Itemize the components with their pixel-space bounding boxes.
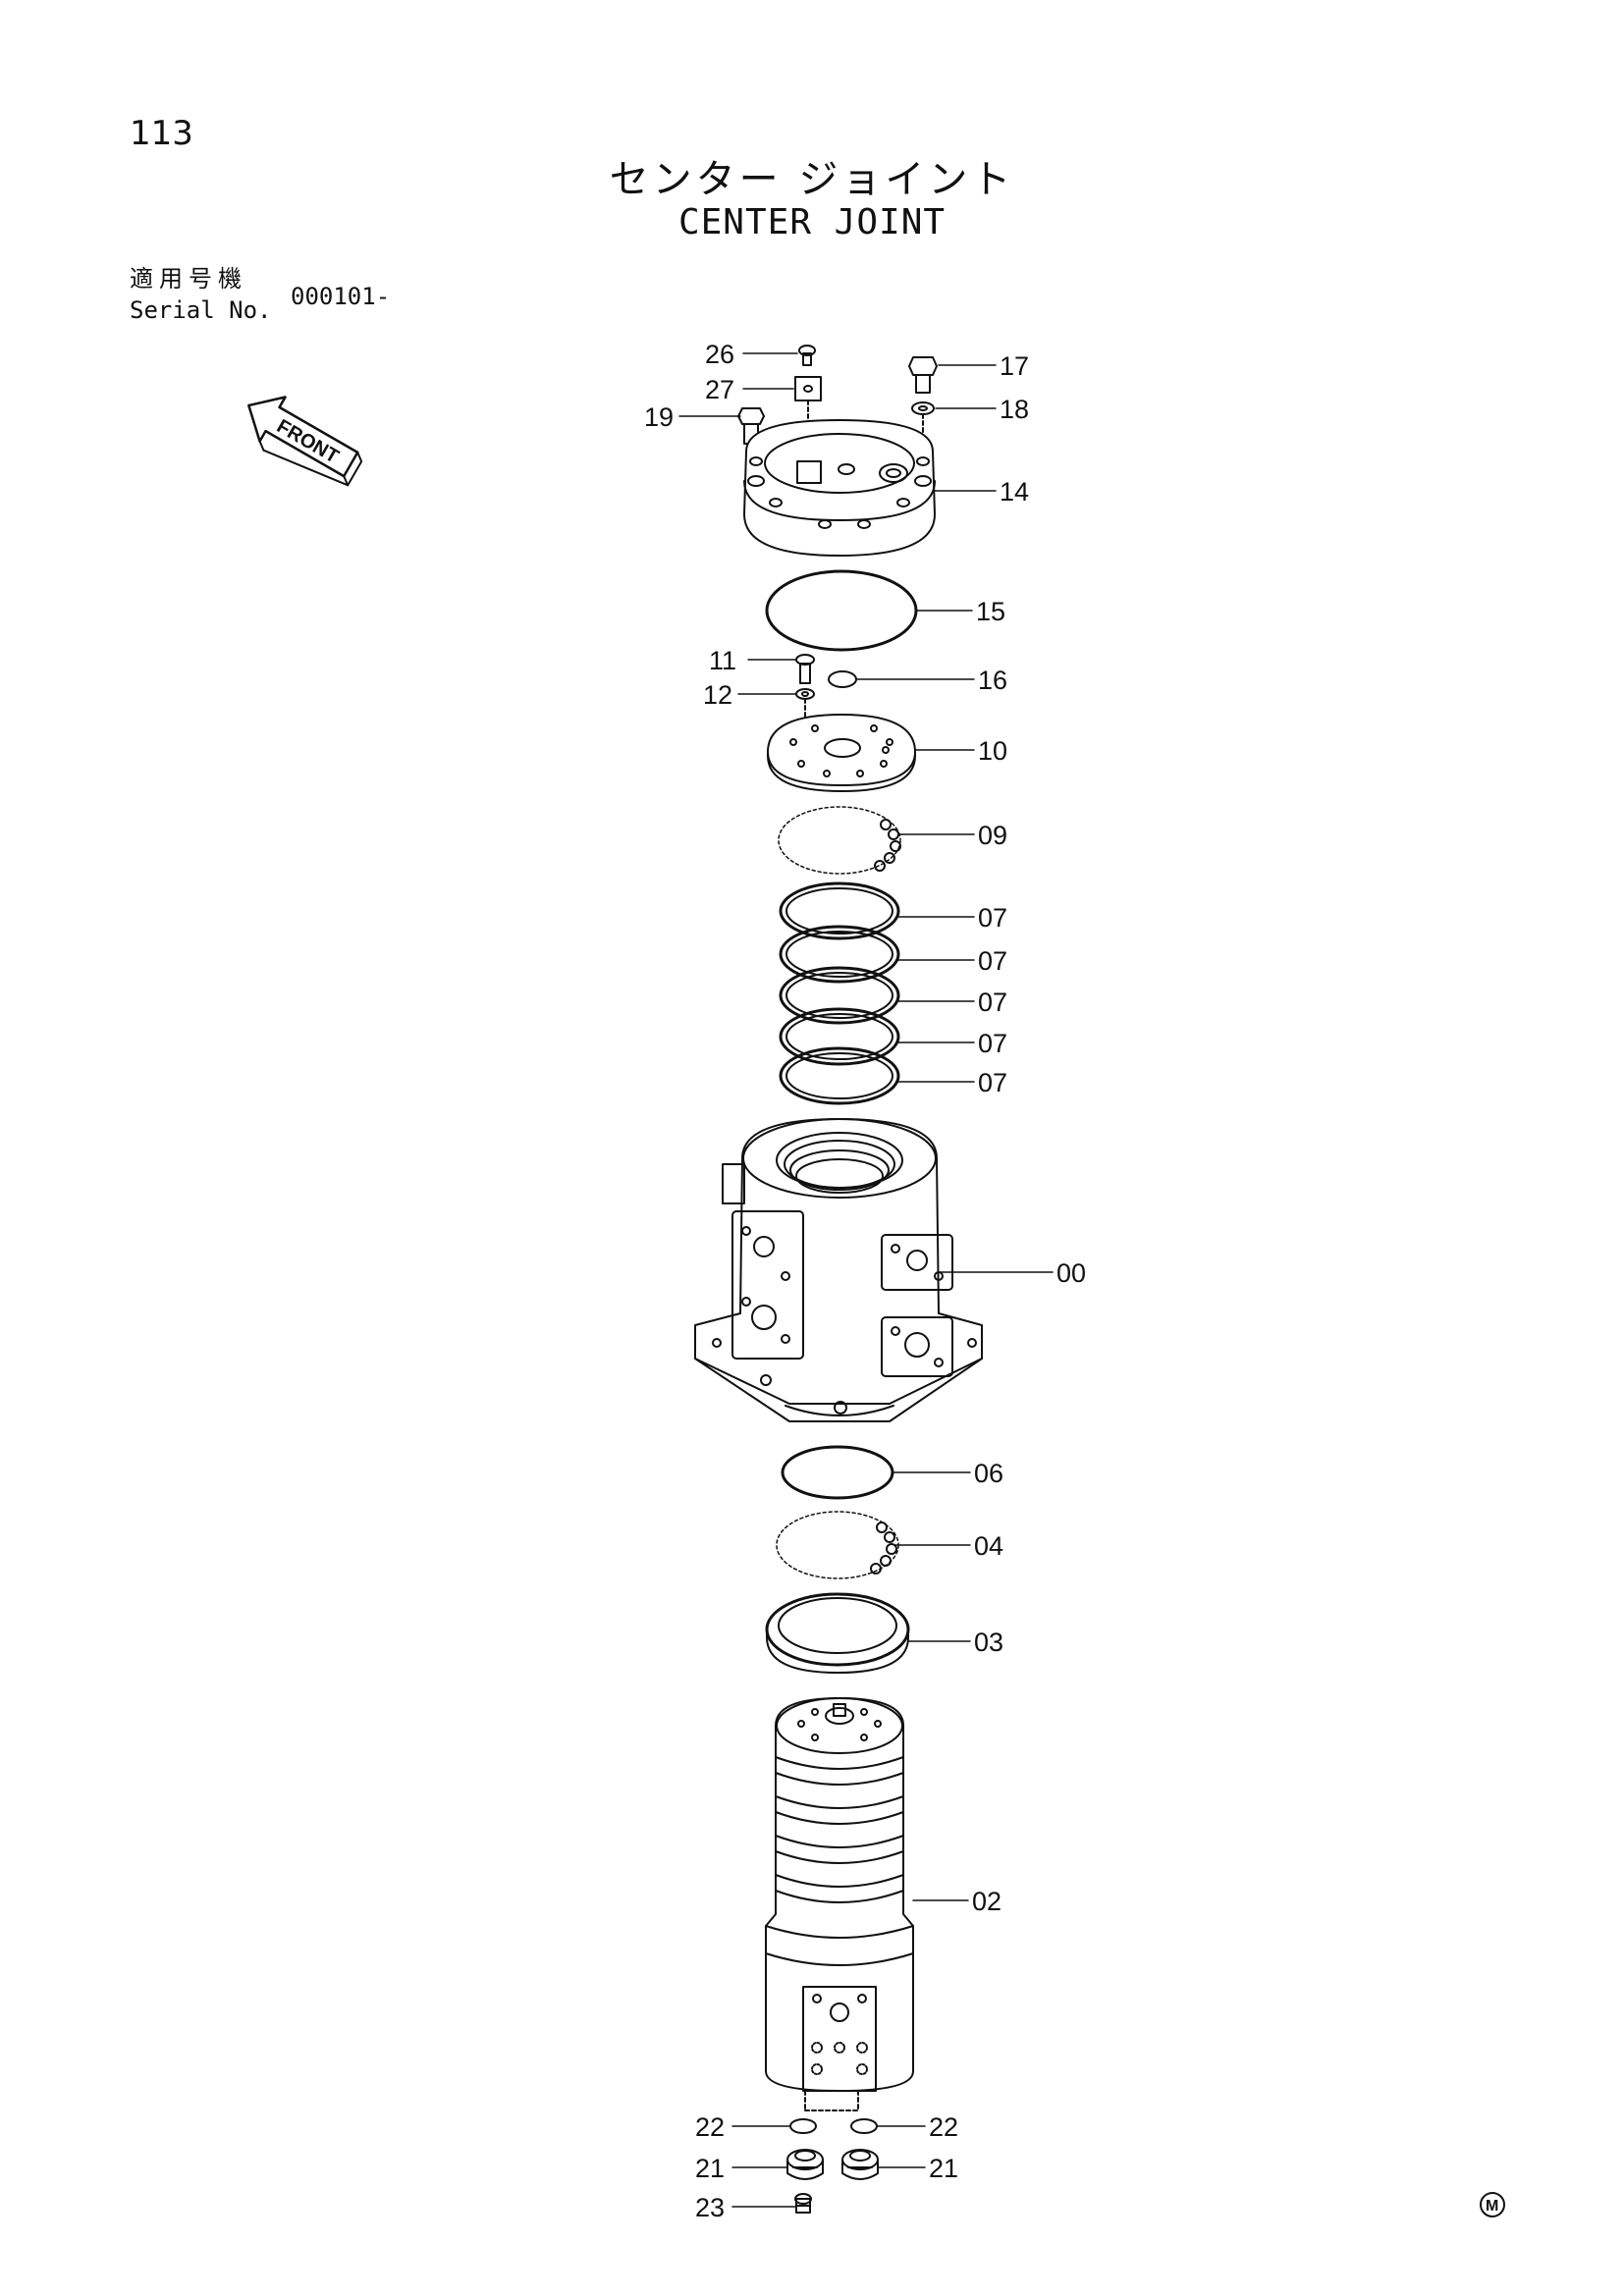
callout-02: 02: [972, 1887, 1001, 1916]
part-06-o-ring: [781, 1445, 894, 1500]
callout-07: 07: [978, 946, 1007, 976]
callout-07: 07: [978, 1029, 1007, 1058]
part-03-bearing-ring: [765, 1592, 910, 1674]
callout-07: 07: [978, 1068, 1007, 1097]
part-04-steel-balls: [776, 1511, 899, 1579]
callout-15: 15: [976, 597, 1005, 626]
part-10-plate: [767, 714, 916, 792]
callout-19: 19: [644, 402, 674, 432]
part-16-o-ring: [828, 670, 857, 688]
callout-14: 14: [1000, 477, 1029, 507]
serial-label-block: 適用号機 Serial No.: [130, 263, 272, 326]
callout-00: 00: [1056, 1258, 1086, 1288]
manufacturer-mark: M: [1480, 2192, 1505, 2217]
callout-10: 10: [978, 736, 1007, 766]
part-00-body: [694, 1118, 983, 1422]
part-11-bolt: [795, 654, 815, 684]
callout-06: 06: [974, 1459, 1003, 1488]
front-direction-arrow: FRONT: [247, 396, 363, 487]
part-17-bolt: [908, 356, 938, 394]
part-26-bolt: [798, 345, 816, 366]
part-02-spindle: [765, 1697, 914, 2111]
callout-07: 07: [978, 988, 1007, 1017]
part-22-o-ring-left: [789, 2118, 817, 2134]
serial-number-value: 000101-: [291, 283, 391, 310]
callout-12: 12: [703, 680, 732, 710]
part-22-o-ring-right: [850, 2118, 878, 2134]
callout-27: 27: [705, 375, 734, 404]
part-12-washer: [795, 688, 815, 731]
callout-07: 07: [978, 903, 1007, 933]
callout-21-right: 21: [929, 2154, 958, 2183]
part-07-seal-ring: [779, 1046, 900, 1105]
page-number: 113: [130, 114, 193, 153]
manufacturer-mark-letter: M: [1486, 2198, 1498, 2215]
callout-26: 26: [705, 340, 734, 369]
part-23-plug: [794, 2193, 812, 2214]
callout-09: 09: [978, 821, 1007, 850]
callout-leader-lines: [678, 352, 1054, 2208]
callout-22-left: 22: [695, 2112, 725, 2142]
serial-label-japanese: 適用号機: [130, 265, 247, 293]
part-21-plug-left: [786, 2149, 824, 2180]
callout-numbers: 26 27 19 17 18 14 15 11 12 16 10 09 07 0…: [644, 340, 1086, 2222]
callout-16: 16: [978, 666, 1007, 695]
page-title-japanese: センター ジョイント: [609, 157, 1015, 202]
serial-label: Serial No.: [130, 296, 272, 324]
callout-03: 03: [974, 1628, 1003, 1657]
page-title: CENTER JOINT: [677, 202, 947, 242]
callout-21-left: 21: [695, 2154, 725, 2183]
callout-11: 11: [709, 646, 736, 675]
part-09-steel-balls: [778, 806, 901, 875]
part-15-o-ring: [765, 569, 918, 652]
callout-17: 17: [1000, 351, 1029, 381]
part-07-seal-ring: [779, 1007, 900, 1066]
part-07-seal-ring: [779, 925, 900, 984]
callout-18: 18: [1000, 395, 1029, 424]
part-07-seal-ring: [779, 966, 900, 1025]
callout-04: 04: [974, 1531, 1003, 1561]
part-14-cover: [743, 419, 936, 557]
callout-23: 23: [695, 2193, 725, 2222]
part-07-seal-ring: [779, 881, 900, 940]
callout-22-right: 22: [929, 2112, 958, 2142]
part-21-plug-right: [841, 2149, 879, 2180]
